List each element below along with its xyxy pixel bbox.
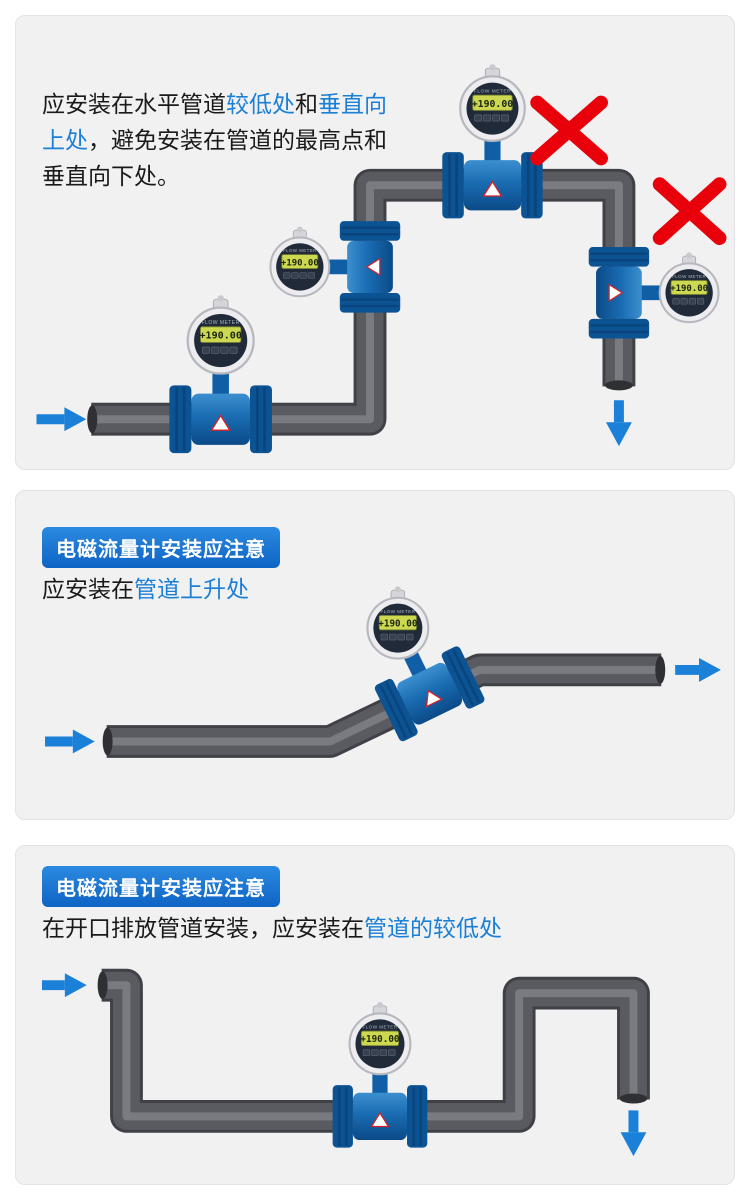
- pipe-opening: [87, 405, 98, 434]
- caption-segment: ，避免安装在管道的最高点和垂直向下处。: [42, 127, 387, 189]
- caption-segment: 管道的较低处: [364, 915, 502, 941]
- notice-badge: 电磁流量计安装应注意: [42, 866, 280, 907]
- error-x-icon: [530, 95, 608, 166]
- caption-text: 应安装在管道上升处: [42, 571, 642, 607]
- panel-open-discharge-rule: 电磁流量计安装应注意 在开口排放管道安装，应安装在管道的较低处: [15, 845, 735, 1185]
- flowmeter-highest-point: [440, 63, 545, 220]
- pipe-diagram-low-point: [41, 968, 650, 1157]
- flow-down-arrow: [605, 400, 632, 447]
- pipe-diagram-horizontal: [36, 63, 727, 455]
- notice-badge: 电磁流量计安装应注意: [42, 527, 280, 568]
- flow-in-arrow: [36, 407, 87, 432]
- caption-segment: 和: [295, 91, 318, 117]
- flowmeter-vertical-up: [269, 219, 402, 314]
- pipe-opening: [97, 971, 108, 1000]
- flowmeter-display: [186, 294, 255, 375]
- pipe-opening: [619, 1093, 648, 1104]
- pipe-diagram-rising: [45, 585, 721, 758]
- caption-text: 在开口排放管道安装，应安装在管道的较低处: [42, 910, 682, 946]
- caption-segment: 较低处: [226, 91, 295, 117]
- pipe-opening: [102, 727, 113, 756]
- caption-segment: 应安装在水平管道: [42, 91, 226, 117]
- caption-segment: 在开口排放管道安装，应安装在: [42, 915, 364, 941]
- caption-segment: 管道上升处: [134, 576, 249, 602]
- panel-horizontal-install-rules: 应安装在水平管道较低处和垂直向上处，避免安装在管道的最高点和垂直向下处。: [15, 15, 735, 470]
- flowmeter-display: [269, 225, 331, 298]
- caption-segment: 应安装在: [42, 576, 134, 602]
- flowmeter-low-point: [331, 1000, 429, 1149]
- pipe-opening: [604, 380, 633, 391]
- caption-text: 应安装在水平管道较低处和垂直向上处，避免安装在管道的最高点和垂直向下处。: [42, 86, 394, 194]
- flow-out-arrow: [675, 657, 721, 682]
- flowmeter-display: [459, 63, 526, 142]
- flowmeter-display: [348, 1000, 412, 1076]
- caption-segment: 垂直向上处: [42, 91, 387, 153]
- flow-in-arrow: [45, 729, 95, 754]
- pipe-opening: [655, 655, 666, 684]
- error-x-icon: [652, 177, 727, 245]
- flow-down-arrow: [620, 1110, 647, 1157]
- flow-in-arrow: [41, 973, 87, 998]
- flowmeter-display: [658, 251, 720, 324]
- panel-rising-pipe-rule: 电磁流量计安装应注意 应安装在管道上升处: [15, 490, 735, 820]
- flowmeter-vertical-down: [587, 245, 720, 340]
- flowmeter-low-horizontal: [168, 294, 274, 455]
- pipe: [97, 968, 650, 1133]
